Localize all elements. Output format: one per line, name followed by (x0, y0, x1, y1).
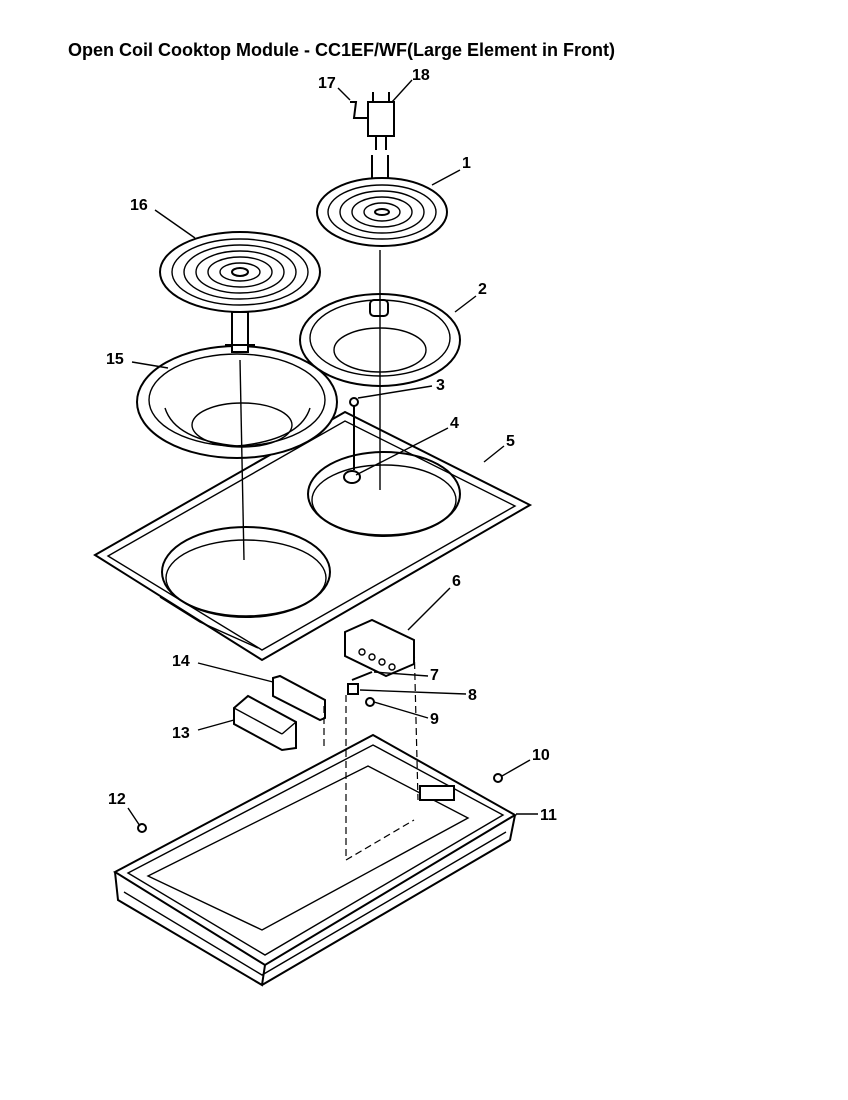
dash-line-c (413, 639, 419, 801)
diagram-title: Open Coil Cooktop Module - CC1EF/WF(Larg… (68, 40, 615, 60)
nut (343, 470, 361, 484)
callout-13: 13 (172, 725, 190, 742)
mounting-bracket (272, 674, 326, 722)
small-coil-element (316, 155, 448, 247)
terminal-clip (350, 101, 368, 119)
callout-12: 12 (108, 791, 126, 808)
small-hardware (347, 671, 375, 707)
receptacle-block (344, 618, 415, 678)
screw-right (493, 773, 503, 783)
callout-18: 18 (412, 67, 430, 84)
callout-5: 5 (506, 433, 515, 450)
callout-7: 7 (430, 667, 439, 684)
callout-6: 6 (452, 573, 461, 590)
screw (349, 397, 359, 470)
callout-15: 15 (106, 351, 124, 368)
callout-8: 8 (468, 687, 477, 704)
callout-4: 4 (450, 415, 459, 432)
large-drip-pan (136, 345, 338, 459)
dash-line-b (345, 695, 415, 862)
callout-11: 11 (540, 807, 557, 824)
terminal-block (367, 92, 395, 150)
large-coil-element (159, 231, 321, 353)
cooktop-frame (93, 410, 533, 662)
base-pan (112, 733, 517, 987)
callout-9: 9 (430, 711, 439, 728)
cover (233, 694, 297, 752)
callout-16: 16 (130, 197, 148, 214)
callout-14: 14 (172, 653, 190, 670)
callout-10: 10 (532, 747, 550, 764)
callout-1: 1 (462, 155, 471, 172)
centerline-large (239, 359, 245, 561)
callout-3: 3 (436, 377, 445, 394)
callout-17: 17 (318, 75, 336, 92)
callout-2: 2 (478, 281, 487, 298)
